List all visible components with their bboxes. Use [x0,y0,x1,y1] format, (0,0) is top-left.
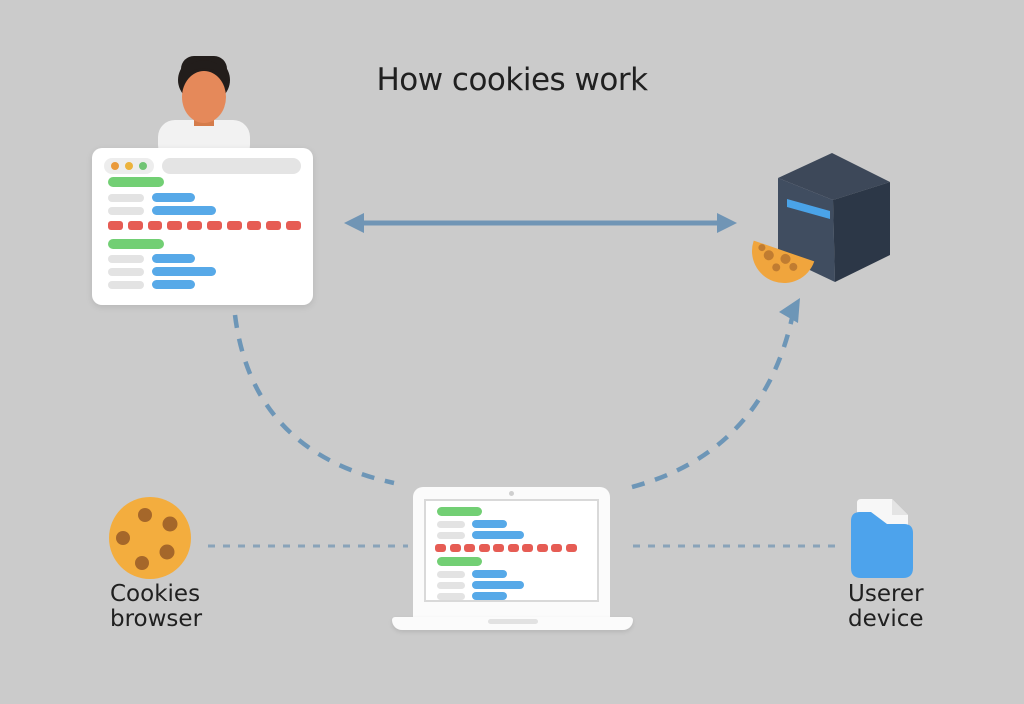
diagram-title: How cookies work [376,62,648,98]
window-controls-icon [104,158,154,174]
browser-topbar [92,148,313,174]
label-line: browser [110,606,203,632]
laptop-icon [413,487,610,617]
label-user-device: Userer device [848,582,924,632]
laptop-base [392,617,633,630]
content-pill-green [437,507,482,516]
cookie-wedge-icon [752,240,815,283]
laptop-screen-content [424,499,599,602]
content-row [108,206,301,215]
content-row [437,570,597,578]
label-line: Cookies [110,581,201,607]
laptop-camera-icon [509,491,514,496]
content-row [437,531,597,539]
label-cookies-browser: Cookies browser [110,582,202,632]
label-line: device [848,606,924,632]
server-icon [752,153,890,283]
content-pill-green [108,177,164,187]
laptop-notch [487,619,538,624]
content-row [108,193,301,202]
bidirectional-arrow [344,213,737,233]
content-row [437,520,597,528]
address-bar [162,158,301,174]
content-pill-green [437,557,482,566]
content-row [437,581,597,589]
label-line: Userer [848,581,924,607]
cookie-icon [109,497,191,579]
content-pill-green [108,239,164,249]
content-row [108,280,301,289]
window-dot-orange-icon [111,162,119,170]
content-red-dashes [435,544,597,552]
window-dot-green-icon [139,162,147,170]
dashed-arrow-laptop-to-server [631,298,800,490]
browser-mock-content [92,174,313,289]
content-row [437,592,597,600]
content-row [108,254,301,263]
window-dot-yellow-icon [125,162,133,170]
dashed-arrow-browser-to-laptop [232,314,395,486]
content-row [108,267,301,276]
browser-window [92,148,313,305]
content-red-dashes [108,221,301,230]
device-folder-icon [851,499,913,578]
